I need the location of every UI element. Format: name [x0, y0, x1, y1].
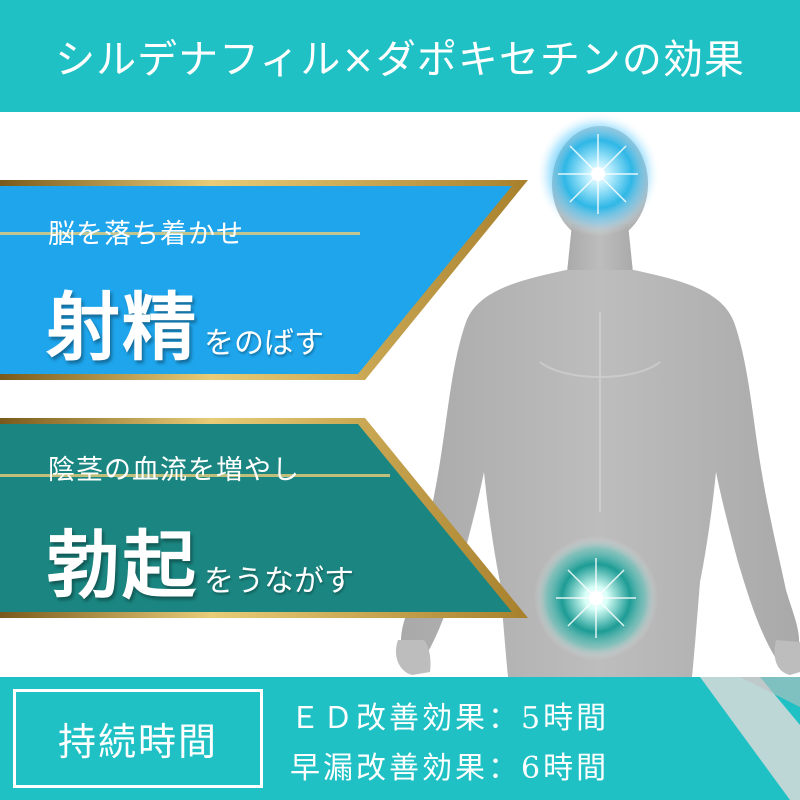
- title-bar: シルデナフィル×ダポキセチンの効果: [0, 0, 800, 112]
- glow-burst-groin-icon: [534, 536, 658, 660]
- duration-label-box: 持続時間: [13, 689, 263, 788]
- ed-effect-duration: ＥＤ改善効果：5時間: [290, 701, 610, 736]
- banner-subtitle: 陰茎の血流を増やし: [48, 455, 300, 486]
- banner-suffix: をのばす: [204, 326, 324, 361]
- footer-stripe-decoration: [700, 677, 800, 800]
- glow-burst-head-icon: [536, 112, 660, 236]
- banner-headline: 勃起 をうながす: [46, 506, 354, 613]
- banner-suffix: をうながす: [204, 564, 354, 599]
- illustration-area: 脳を落ち着かせ 射精 をのばす 陰茎の血流を増やし 勃起 をうながす: [0, 112, 800, 677]
- duration-label: 持続時間: [57, 720, 218, 764]
- banner-keyword: 勃起: [46, 523, 198, 609]
- banner-ejaculation: 脳を落ち着かせ 射精 をのばす: [0, 180, 540, 380]
- banner-subtitle: 脳を落ち着かせ: [48, 219, 244, 250]
- banner-erection: 陰茎の血流を増やし 勃起 をうながす: [0, 418, 540, 618]
- human-silhouette: [395, 112, 800, 677]
- banner-keyword: 射精: [46, 285, 198, 371]
- banner-headline: 射精 をのばす: [46, 268, 324, 375]
- pe-effect-duration: 早漏改善効果：6時間: [290, 751, 610, 786]
- duration-footer: 持続時間 ＥＤ改善効果：5時間 早漏改善効果：6時間: [0, 677, 800, 800]
- page-title: シルデナフィル×ダポキセチンの効果: [55, 37, 745, 83]
